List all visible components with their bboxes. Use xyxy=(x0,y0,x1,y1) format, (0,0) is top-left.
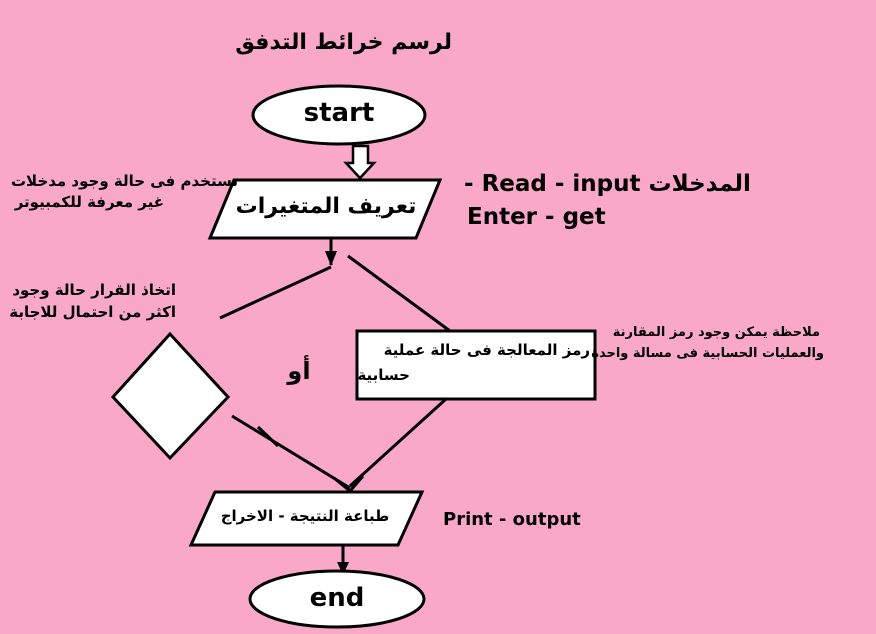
process-label-line2: حسابية xyxy=(357,366,410,384)
merge-left-tick xyxy=(256,425,280,448)
start-to-input-arrow xyxy=(343,144,377,180)
process-note-line1: ملاحظة يمكن وجود رمز المقارنة xyxy=(612,325,820,340)
branch-right-line xyxy=(347,254,451,333)
output-keywords: Print - output xyxy=(443,509,581,530)
or-label: أو xyxy=(287,357,311,385)
input-keywords-line2: Enter - get xyxy=(467,204,606,230)
decision-diamond xyxy=(110,331,231,461)
process-note-line2: والعمليات الحسابية فى مسالة واحدة xyxy=(591,346,824,361)
input-label: تعريف المتغيرات xyxy=(235,194,417,219)
decision-note-line1: اتخاذ القرار حالة وجود xyxy=(12,281,176,299)
start-label: start xyxy=(303,98,375,128)
input-keywords-line1: المدخلات Read - input - xyxy=(464,171,751,197)
branch-left-line xyxy=(219,265,332,320)
input-note-line1: تستخدم فى حالة وجود مدخلات xyxy=(10,172,238,190)
output-label: طباعة النتيجة - الاخراج xyxy=(220,507,390,525)
output-parallelogram xyxy=(188,490,425,547)
input-note-line2: غير معرفة للكمبيوتر xyxy=(14,193,164,211)
end-terminal xyxy=(248,569,426,629)
start-terminal xyxy=(251,84,427,146)
process-label-line1: رمز المعالجة فى حالة عملية xyxy=(383,341,590,359)
input-parallelogram xyxy=(207,178,443,240)
merge-right-line xyxy=(348,397,448,488)
input-to-branch-arrowhead xyxy=(325,251,337,266)
process-rectangle xyxy=(355,329,597,401)
output-to-end-arrowhead xyxy=(337,562,349,575)
end-label: end xyxy=(309,583,365,613)
decision-note-line2: اكثر من احتمال للاجابة xyxy=(9,303,176,321)
merge-left-line xyxy=(231,414,351,490)
page-title: لرسم خرائط التدفق xyxy=(235,30,452,55)
